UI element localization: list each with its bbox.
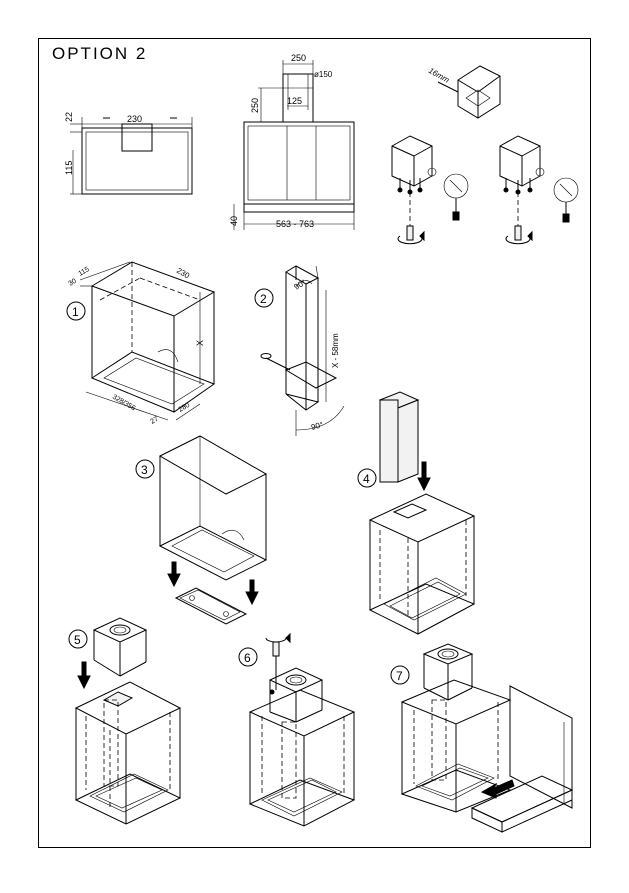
step1-dim-30: 30	[68, 278, 78, 288]
bracket-detail-top	[437, 65, 501, 119]
dim-230: 230	[127, 114, 142, 124]
dim-22: 22	[64, 112, 74, 122]
step1-circle	[66, 301, 86, 321]
step5-circle	[68, 629, 88, 649]
step1-drawing	[79, 261, 216, 421]
step1-dim-115: 115	[78, 266, 91, 278]
step7-drawing	[400, 643, 574, 833]
dim-125: 125	[287, 96, 302, 106]
step6-drawing	[248, 632, 356, 827]
dim-250-width: 250	[291, 53, 306, 63]
step7-circle	[390, 665, 410, 685]
dim-width-range: 563 - 763	[276, 219, 314, 229]
step6-circle	[238, 647, 258, 667]
step1-dim-27: 27	[150, 416, 160, 426]
step2-angle-top: 90°	[293, 278, 308, 292]
page-title: OPTION 2	[52, 44, 148, 63]
step2-circle	[254, 288, 274, 308]
dim-duct-diameter: ø150	[314, 70, 333, 79]
step2-angle-bottom: 90°	[310, 420, 324, 432]
step3-number: 3	[141, 463, 148, 477]
dim-40: 40	[229, 216, 239, 226]
step1-dim-328: 328/356	[111, 394, 137, 413]
step2-number: 2	[260, 292, 267, 306]
page-border	[38, 38, 591, 848]
dim-115: 115	[64, 161, 74, 175]
step5-number: 5	[74, 633, 81, 647]
step1-dim-280: 280	[178, 402, 192, 414]
dim-250-height: 250	[250, 98, 260, 113]
step7-number: 7	[396, 669, 403, 683]
mounting-detail-left	[391, 135, 469, 245]
front-view-drawing	[233, 60, 355, 230]
step1-dim-x: X	[195, 340, 205, 346]
step3-drawing	[158, 435, 268, 625]
step4-drawing	[368, 391, 476, 635]
step5-drawing	[74, 617, 182, 825]
top-view-drawing	[70, 117, 193, 195]
step6-number: 6	[244, 651, 251, 665]
step3-circle	[135, 459, 155, 479]
step2-dim-x58: X - 58mm	[331, 333, 340, 368]
mounting-detail-right	[499, 135, 579, 245]
step2-drawing	[260, 265, 345, 436]
step4-number: 4	[363, 472, 370, 486]
step1-number: 1	[72, 305, 79, 319]
step4-circle	[357, 468, 377, 488]
